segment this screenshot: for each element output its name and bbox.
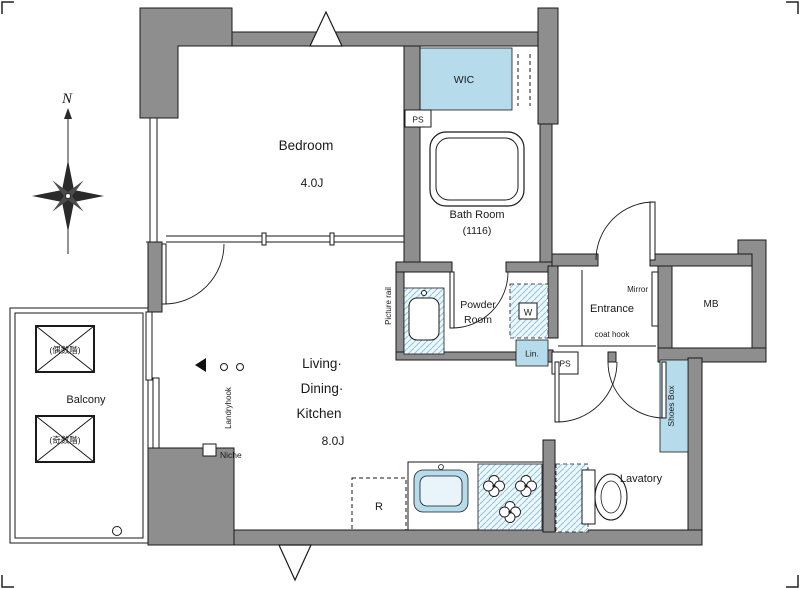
fridge-label: R bbox=[375, 501, 383, 513]
balcony-structure bbox=[9, 307, 149, 544]
linen-closet bbox=[515, 339, 549, 367]
bathroom-label: Bath Room bbox=[449, 209, 504, 221]
lavatory-door-arc-icon bbox=[607, 361, 665, 419]
north-compass-icon: N bbox=[32, 91, 104, 254]
powder-room-label-1: Powder bbox=[460, 299, 496, 311]
bath-door-leaf-icon bbox=[449, 271, 455, 329]
ps-mid-label: PS bbox=[559, 359, 571, 369]
hall-door-arc-icon bbox=[556, 361, 618, 423]
bathroom-size-label: (1116) bbox=[463, 225, 492, 237]
bedroom-label: Bedroom bbox=[279, 138, 334, 153]
balcony-drain-icon bbox=[112, 526, 122, 536]
ldk-label-3: Kitchen bbox=[296, 406, 341, 421]
bedroom-window-icon bbox=[146, 117, 162, 243]
vanity-icon bbox=[403, 287, 445, 355]
front-door-leaf-icon bbox=[649, 201, 656, 261]
balcony-sliding-door-icon bbox=[152, 377, 160, 449]
room-divider-icon bbox=[166, 235, 404, 243]
hall-door-leaf-icon bbox=[554, 361, 560, 423]
laundry-hook-icon bbox=[220, 363, 244, 371]
mirror-icon bbox=[651, 271, 659, 327]
powder-room-label-2: Room bbox=[464, 314, 492, 326]
mb-label: MB bbox=[704, 299, 719, 310]
entrance-label: Entrance bbox=[590, 303, 634, 315]
kitchen-counter bbox=[407, 461, 544, 531]
direction-marker-icon bbox=[195, 358, 206, 372]
bathtub-icon bbox=[429, 131, 525, 207]
north-label: N bbox=[61, 91, 73, 107]
front-door-arc-icon bbox=[595, 201, 655, 261]
bedroom-door-arc-icon bbox=[163, 243, 225, 305]
laundry-hook-label: Landryhook bbox=[224, 386, 233, 429]
coat-hook-label: coat hook bbox=[595, 330, 631, 339]
balcony-label: Balcony bbox=[66, 394, 106, 406]
closet-pipe-icon bbox=[517, 54, 531, 106]
hatch-odd-label: (奇数階) bbox=[49, 435, 80, 445]
kitchen-sink-icon bbox=[413, 464, 469, 513]
ldk-size-label: 8.0J bbox=[322, 434, 345, 448]
entrance-details bbox=[558, 270, 659, 347]
linen-label: Lin. bbox=[525, 349, 539, 359]
openings bbox=[145, 117, 404, 449]
balcony-sliding-door-icon bbox=[145, 311, 153, 381]
ldk-label-2: Dining· bbox=[301, 381, 344, 396]
wic-label: WIC bbox=[454, 74, 475, 86]
vent-triangle-bottom-icon bbox=[278, 544, 312, 582]
vent-triangle-top-icon bbox=[309, 10, 343, 47]
escape-hatch-even bbox=[35, 325, 95, 373]
bedroom-door-leaf-icon bbox=[161, 243, 167, 305]
mirror-label: Mirror bbox=[627, 285, 648, 294]
stove-icon bbox=[477, 463, 543, 531]
refrigerator-space bbox=[351, 477, 407, 531]
doors bbox=[161, 201, 667, 423]
niche-icon bbox=[202, 443, 217, 457]
lavatory-label: Lavatory bbox=[620, 473, 663, 485]
ps-top-label: PS bbox=[412, 115, 424, 125]
walls bbox=[139, 7, 767, 546]
washer-label: W bbox=[524, 308, 533, 318]
bedroom-size-label: 4.0J bbox=[301, 176, 324, 190]
bath-door-arc-icon bbox=[451, 271, 509, 329]
shoes-box-label: Shoes Box bbox=[666, 385, 676, 427]
hatch-even-label: (偶数階) bbox=[49, 345, 80, 355]
washer-space-icon bbox=[509, 283, 549, 339]
escape-hatch-odd bbox=[35, 415, 95, 463]
ps-duct-top bbox=[404, 109, 432, 128]
niche-label: Niche bbox=[220, 450, 242, 460]
picture-rail-label: Picture rail bbox=[384, 287, 393, 325]
ldk-label-1: Living· bbox=[302, 356, 342, 371]
toilet-icon bbox=[555, 463, 628, 533]
